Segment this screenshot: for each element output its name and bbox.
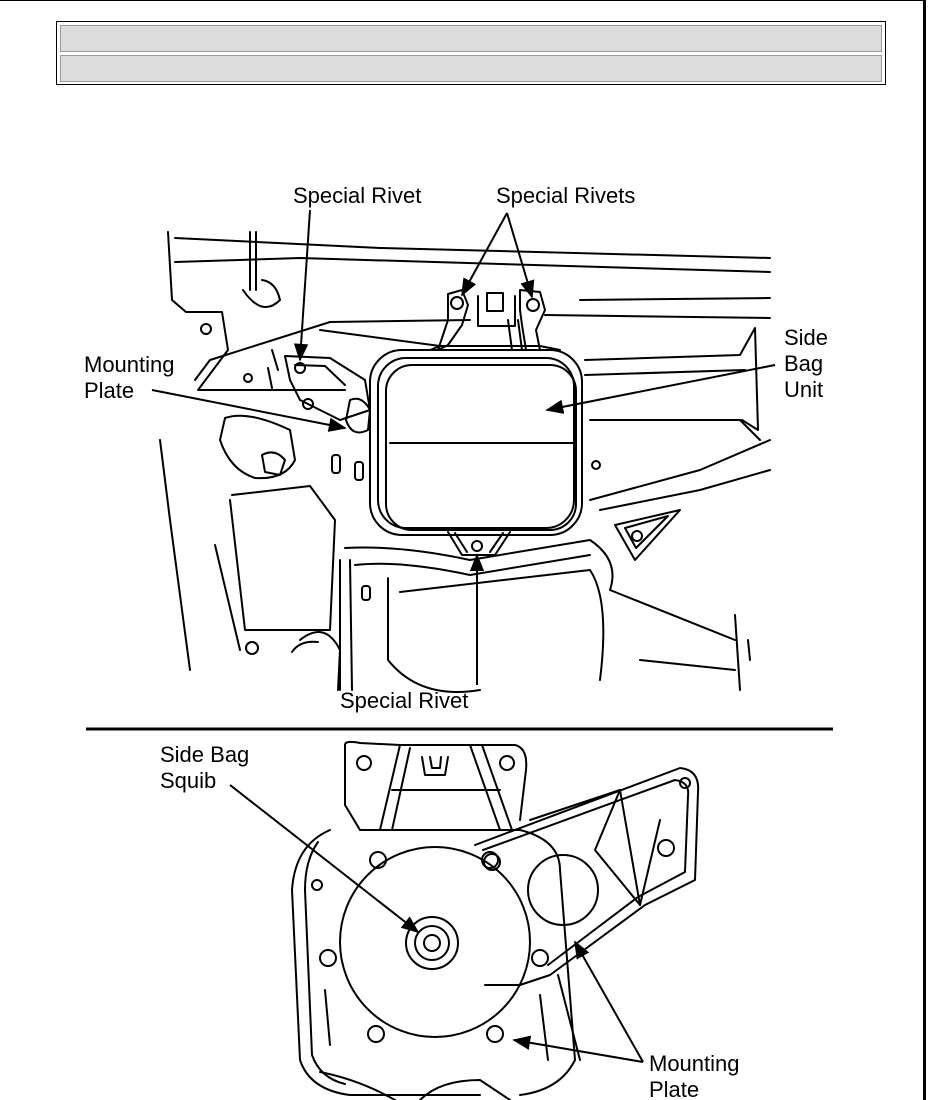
- leader-mounting-plate-bottom-upper: [574, 940, 644, 1063]
- leader-special-rivets-left: [461, 212, 508, 297]
- label-special-rivet-top: Special Rivet: [293, 183, 421, 208]
- door-interior-illustration: [159, 231, 771, 693]
- label-special-rivets: Special Rivets: [496, 183, 635, 208]
- header-title-bar: [60, 25, 882, 52]
- side-bag-module-illustration: [291, 740, 700, 1100]
- label-side-bag-squib-line1: Side Bag: [160, 742, 249, 767]
- leader-special-rivet-top: [293, 209, 311, 362]
- bottom-figure-leaders: [229, 784, 644, 1063]
- label-mounting-plate-bottom-line1: Mounting: [649, 1051, 740, 1076]
- header-box: [56, 21, 886, 85]
- leader-special-rivets-right: [506, 212, 535, 299]
- top-figure-leaders: [151, 209, 776, 685]
- label-mounting-plate-bottom-line2: Plate: [649, 1077, 699, 1100]
- label-mounting-plate-top-line2: Plate: [84, 378, 134, 403]
- label-side-bag-unit-line3: Unit: [784, 377, 823, 402]
- leader-side-bag-squib: [229, 784, 420, 934]
- label-side-bag-squib-line2: Squib: [160, 768, 216, 793]
- label-side-bag-unit-line2: Bag: [784, 351, 823, 376]
- label-side-bag-unit-line1: Side: [784, 325, 828, 350]
- header-subtitle-bar: [60, 55, 882, 82]
- leader-mounting-plate-top: [151, 389, 347, 432]
- leader-mounting-plate-bottom-lower: [512, 1035, 644, 1063]
- label-mounting-plate-top-line1: Mounting: [84, 352, 175, 377]
- label-special-rivet-bottom: Special Rivet: [340, 688, 468, 713]
- leader-side-bag-unit: [545, 364, 776, 414]
